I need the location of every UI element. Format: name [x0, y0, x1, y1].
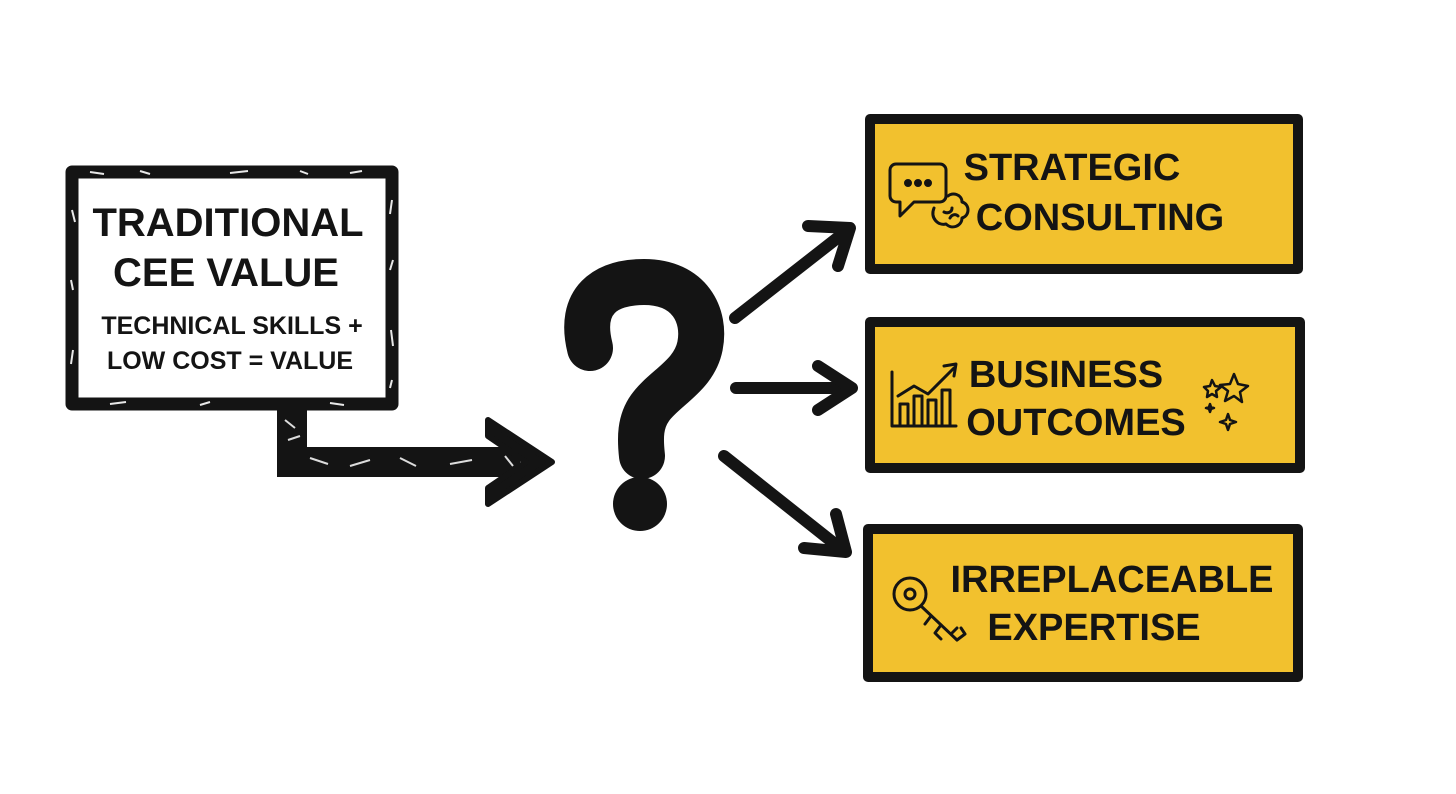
- sparkle-icon: [1202, 372, 1250, 432]
- traditional-title-line2: CEE VALUE: [113, 251, 339, 295]
- traditional-formula-line1: TECHNICAL SKILLS +: [101, 312, 362, 340]
- outcome-business-line1: BUSINESS: [969, 354, 1163, 396]
- outcome-box-expertise: IRREPLACEABLE EXPERTISE: [863, 524, 1303, 682]
- elbow-arrow-head: [485, 417, 555, 507]
- outcome-strategic-line1: STRATEGIC: [964, 147, 1181, 189]
- growth-chart-icon: [890, 362, 958, 428]
- outcome-box-business: BUSINESS OUTCOMES: [865, 317, 1305, 473]
- outcome-box-strategic: STRATEGIC CONSULTING: [865, 114, 1303, 274]
- elbow-arrow: [277, 404, 555, 507]
- question-mark-dot: [613, 477, 667, 531]
- question-mark-hook: [564, 258, 725, 479]
- outcome-expertise-line2: EXPERTISE: [987, 607, 1200, 649]
- arrow-to-business: [730, 360, 858, 416]
- arrow-to-strategic: [729, 220, 856, 324]
- arrow-to-expertise: [718, 450, 852, 558]
- elbow-arrow-shaft: [277, 404, 520, 477]
- frame-texture: [70, 170, 394, 406]
- outcome-expertise-line1: IRREPLACEABLE: [950, 559, 1273, 601]
- outcome-box-frame: [865, 114, 1303, 274]
- question-mark: [564, 258, 725, 531]
- outcome-strategic-line2: CONSULTING: [976, 197, 1224, 239]
- outcome-box-frame: [863, 524, 1303, 682]
- traditional-value-box: TRADITIONAL CEE VALUE TECHNICAL SKILLS +…: [65, 165, 399, 411]
- traditional-formula-line2: LOW COST = VALUE: [107, 347, 353, 375]
- outcome-business-line2: OUTCOMES: [966, 402, 1186, 444]
- traditional-title-line1: TRADITIONAL: [92, 201, 363, 245]
- key-icon: [892, 576, 967, 642]
- chat-brain-icon: [888, 162, 970, 229]
- elbow-texture: [284, 419, 514, 467]
- branch-arrows: [718, 220, 858, 558]
